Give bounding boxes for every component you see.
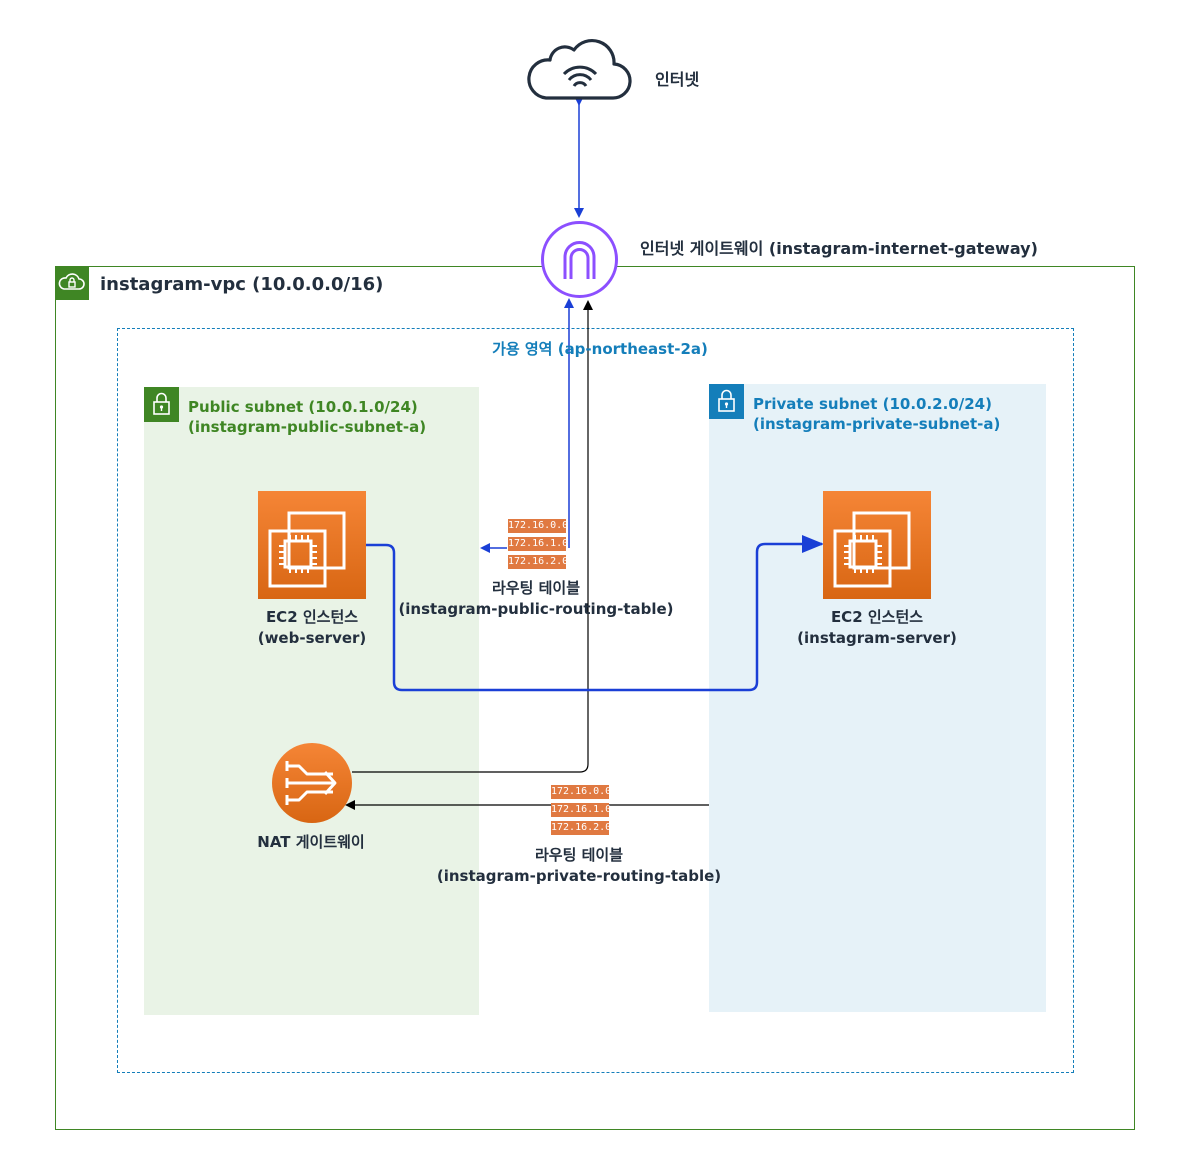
public-subnet-label: Public subnet (10.0.1.0/24) (instagram-p… <box>188 397 426 437</box>
public-routing-table-label: 라우팅 테이블 (instagram-public-routing-table) <box>386 578 686 620</box>
instagram-server-label: EC2 인스턴스 (instagram-server) <box>787 607 967 649</box>
web-server-type: EC2 인스턴스 <box>265 608 359 626</box>
route-table-row: 172.16.2.0 <box>508 555 569 569</box>
nat-gateway-label: NAT 게이트웨이 <box>257 833 365 851</box>
private-routing-table-title: 라우팅 테이블 <box>534 846 624 864</box>
nat-to-igw <box>352 300 593 773</box>
public-routing-table-title: 라우팅 테이블 <box>491 579 581 597</box>
route-table-row: 172.16.1.0 <box>551 803 612 817</box>
vpc-cloud-lock-icon <box>55 266 89 300</box>
public-routing-table-name: (instagram-public-routing-table) <box>398 600 674 618</box>
vpc-label: instagram-vpc (10.0.0.0/16) <box>100 274 384 295</box>
internet-gateway-icon <box>540 220 619 299</box>
route-table-row: 172.16.0.0 <box>508 519 569 533</box>
ec2-instance-icon <box>823 491 931 599</box>
instagram-server-type: EC2 인스턴스 <box>830 608 924 626</box>
internet-label: 인터넷 <box>655 70 700 89</box>
web-server-name: (web-server) <box>257 629 367 647</box>
route-table-row: 172.16.2.0 <box>551 821 612 835</box>
private-routing-table-name: (instagram-private-routing-table) <box>436 867 722 885</box>
nat-gateway-icon <box>271 742 353 824</box>
private-subnet-name: (instagram-private-subnet-a) <box>753 415 1001 433</box>
ec2-instance-icon <box>258 491 366 599</box>
route-table-row: 172.16.1.0 <box>508 537 569 551</box>
internet-gateway-label: 인터넷 게이트웨이 (instagram-internet-gateway) <box>640 239 1038 258</box>
private-routing-table-label: 라우팅 테이블 (instagram-private-routing-table… <box>429 845 729 887</box>
route-table-row: 172.16.0.0 <box>551 785 612 799</box>
availability-zone-boundary <box>117 328 1074 1073</box>
cloud-icon <box>526 32 632 102</box>
lock-icon <box>144 387 179 422</box>
private-subnet <box>709 384 1046 1012</box>
public-subnet-name: (instagram-public-subnet-a) <box>188 418 427 436</box>
web-to-instagram-server <box>366 535 824 692</box>
public-subnet-cidr: Public subnet (10.0.1.0/24) <box>188 398 418 416</box>
web-server-label: EC2 인스턴스 (web-server) <box>232 607 392 649</box>
lock-icon <box>709 384 744 419</box>
private-subnet-cidr: Private subnet (10.0.2.0/24) <box>753 395 992 413</box>
instagram-server-name: (instagram-server) <box>797 629 957 647</box>
route-table-icon: 172.16.0.0 172.16.1.0 172.16.2.0 <box>551 785 612 839</box>
route-table-icon: 172.16.0.0 172.16.1.0 172.16.2.0 <box>508 519 569 573</box>
availability-zone-label: 가용 영역 (ap-northeast-2a) <box>492 340 708 358</box>
private-subnet-label: Private subnet (10.0.2.0/24) (instagram-… <box>753 394 1000 434</box>
